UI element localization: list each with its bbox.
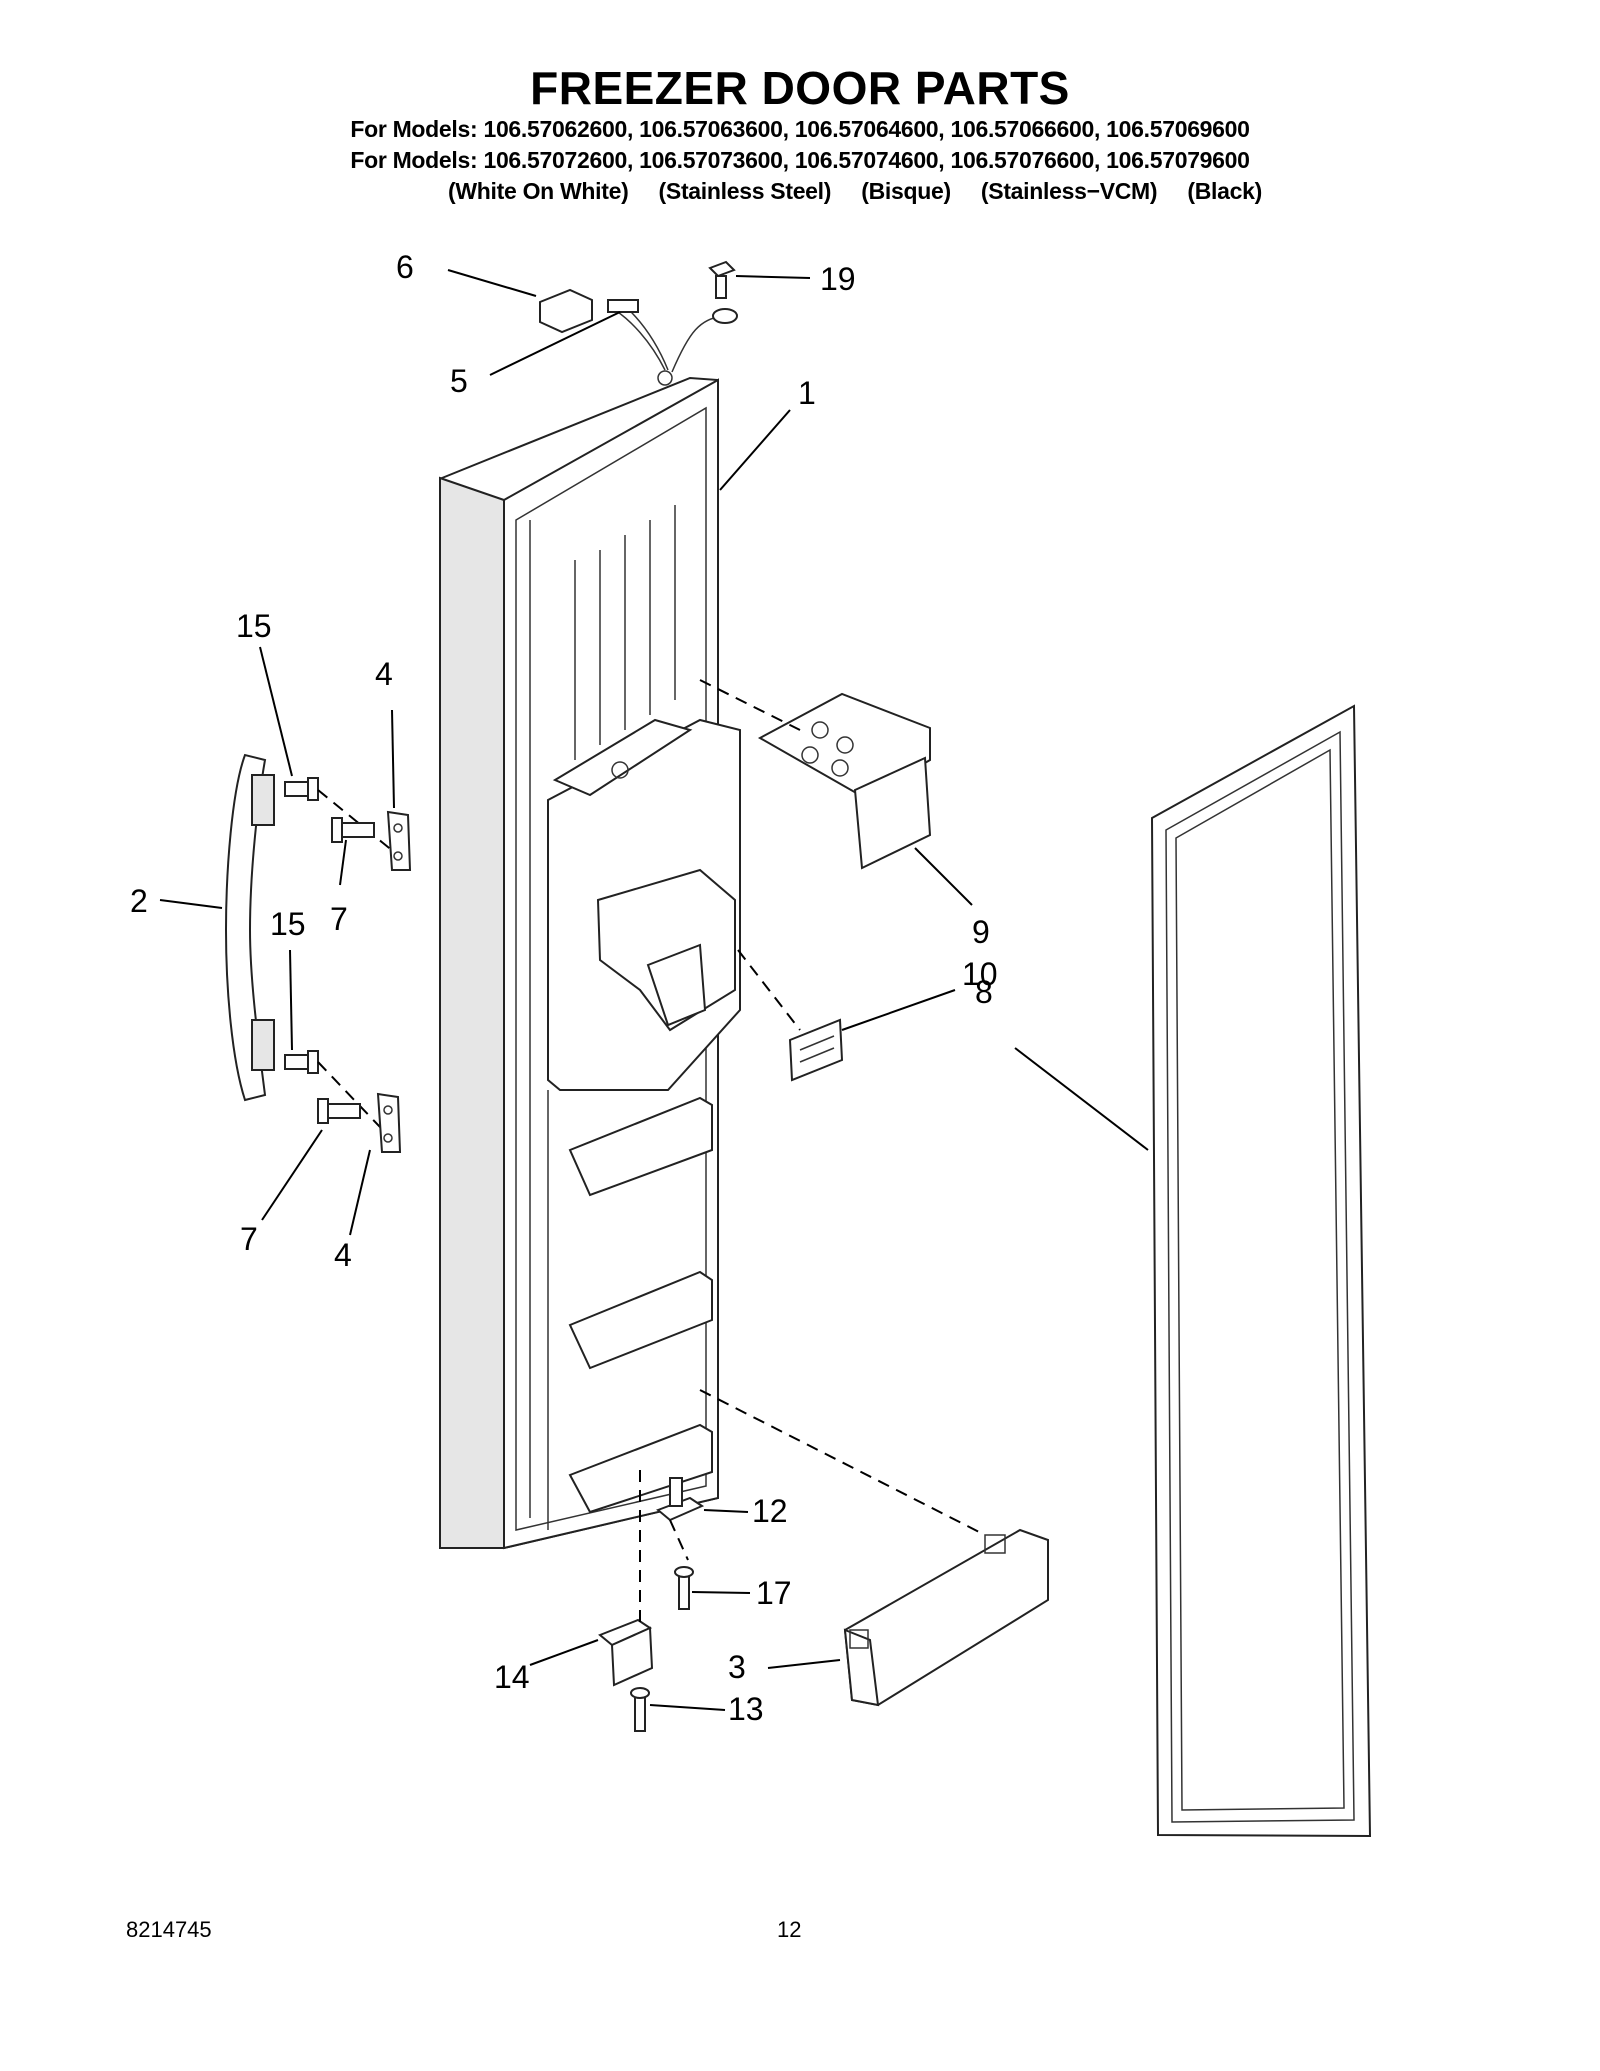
callout-14: 14 bbox=[494, 1659, 530, 1695]
callout-12: 12 bbox=[752, 1493, 788, 1529]
callout-5: 5 bbox=[450, 363, 468, 399]
screw-part-15-bottom bbox=[284, 1050, 319, 1074]
callout-10: 10 bbox=[962, 956, 998, 992]
document-number: 8214745 bbox=[126, 1917, 212, 1942]
finish-stainless-vcm: (Stainless−VCM) bbox=[980, 178, 1158, 204]
leader-2 bbox=[159, 899, 223, 909]
connector-part-6 bbox=[539, 288, 593, 334]
callout-15-bottom: 15 bbox=[270, 906, 306, 942]
finish-black: (Black) bbox=[1187, 178, 1262, 204]
leader-15b bbox=[289, 949, 293, 1051]
callout-6: 6 bbox=[396, 249, 414, 285]
callout-2: 2 bbox=[130, 883, 148, 919]
mount-part-4-top bbox=[386, 810, 412, 871]
leader-4b bbox=[349, 1149, 371, 1236]
handle-part-2 bbox=[224, 753, 275, 1102]
gasket-part-8 bbox=[1150, 704, 1372, 1838]
hinge-bracket-part-14 bbox=[598, 1618, 654, 1687]
hinge-pin-part-12 bbox=[656, 1477, 705, 1522]
page-number: 12 bbox=[777, 1917, 802, 1942]
leader-13 bbox=[649, 1704, 726, 1711]
callout-3: 3 bbox=[728, 1649, 746, 1685]
callout-7-top: 7 bbox=[330, 901, 348, 937]
bolt-part-7-top bbox=[331, 817, 375, 843]
leader-17 bbox=[691, 1591, 751, 1594]
callout-8: 8 bbox=[975, 974, 993, 1010]
bolt-part-7-bottom bbox=[317, 1098, 361, 1124]
callout-17: 17 bbox=[756, 1575, 792, 1611]
leader-14 bbox=[529, 1639, 599, 1666]
leader-9 bbox=[914, 847, 973, 906]
leader-15a bbox=[259, 646, 293, 777]
callout-19: 19 bbox=[820, 261, 856, 297]
leader-12 bbox=[703, 1509, 749, 1513]
callout-7-bottom: 7 bbox=[240, 1221, 258, 1257]
finish-list: (White On White) (Stainless Steel) (Bisq… bbox=[0, 176, 1600, 207]
leader-5 bbox=[489, 311, 621, 376]
screw-part-17 bbox=[674, 1566, 694, 1610]
callout-13: 13 bbox=[728, 1691, 764, 1727]
cover-part-9 bbox=[757, 692, 932, 870]
page-header: FREEZER DOOR PARTS For Models: 106.57062… bbox=[0, 62, 1600, 207]
leader-10 bbox=[841, 989, 956, 1031]
screw-part-13 bbox=[630, 1687, 650, 1732]
finish-white-on-white: (White On White) bbox=[448, 178, 629, 204]
screw-part-15-top bbox=[284, 777, 319, 801]
leader-4a bbox=[391, 709, 395, 809]
callout-1: 1 bbox=[798, 375, 816, 411]
mount-part-4-bottom bbox=[376, 1092, 402, 1153]
leader-3 bbox=[767, 1659, 841, 1669]
leader-6 bbox=[447, 269, 537, 297]
page-title: FREEZER DOOR PARTS bbox=[530, 62, 1070, 114]
models-line-2: For Models: 106.57072600, 106.57073600, … bbox=[350, 147, 1250, 173]
wire-harness bbox=[607, 299, 723, 373]
callout-15-top: 15 bbox=[236, 608, 272, 644]
leader-7a bbox=[339, 839, 347, 886]
leader-8 bbox=[1014, 1047, 1149, 1151]
slider-part-10 bbox=[788, 1018, 844, 1082]
screw-part-19 bbox=[708, 260, 738, 324]
leader-1 bbox=[719, 409, 791, 491]
bin-part-3 bbox=[843, 1528, 1049, 1707]
leader-7b bbox=[261, 1129, 323, 1221]
callout-9: 9 bbox=[972, 914, 990, 950]
finish-bisque: (Bisque) bbox=[861, 178, 951, 204]
leader-19 bbox=[735, 275, 811, 279]
door-assembly bbox=[438, 370, 741, 1550]
models-line-1: For Models: 106.57062600, 106.57063600, … bbox=[350, 116, 1250, 142]
callout-4-bottom: 4 bbox=[334, 1237, 352, 1273]
callout-4-top: 4 bbox=[375, 656, 393, 692]
finish-stainless-steel: (Stainless Steel) bbox=[658, 178, 832, 204]
